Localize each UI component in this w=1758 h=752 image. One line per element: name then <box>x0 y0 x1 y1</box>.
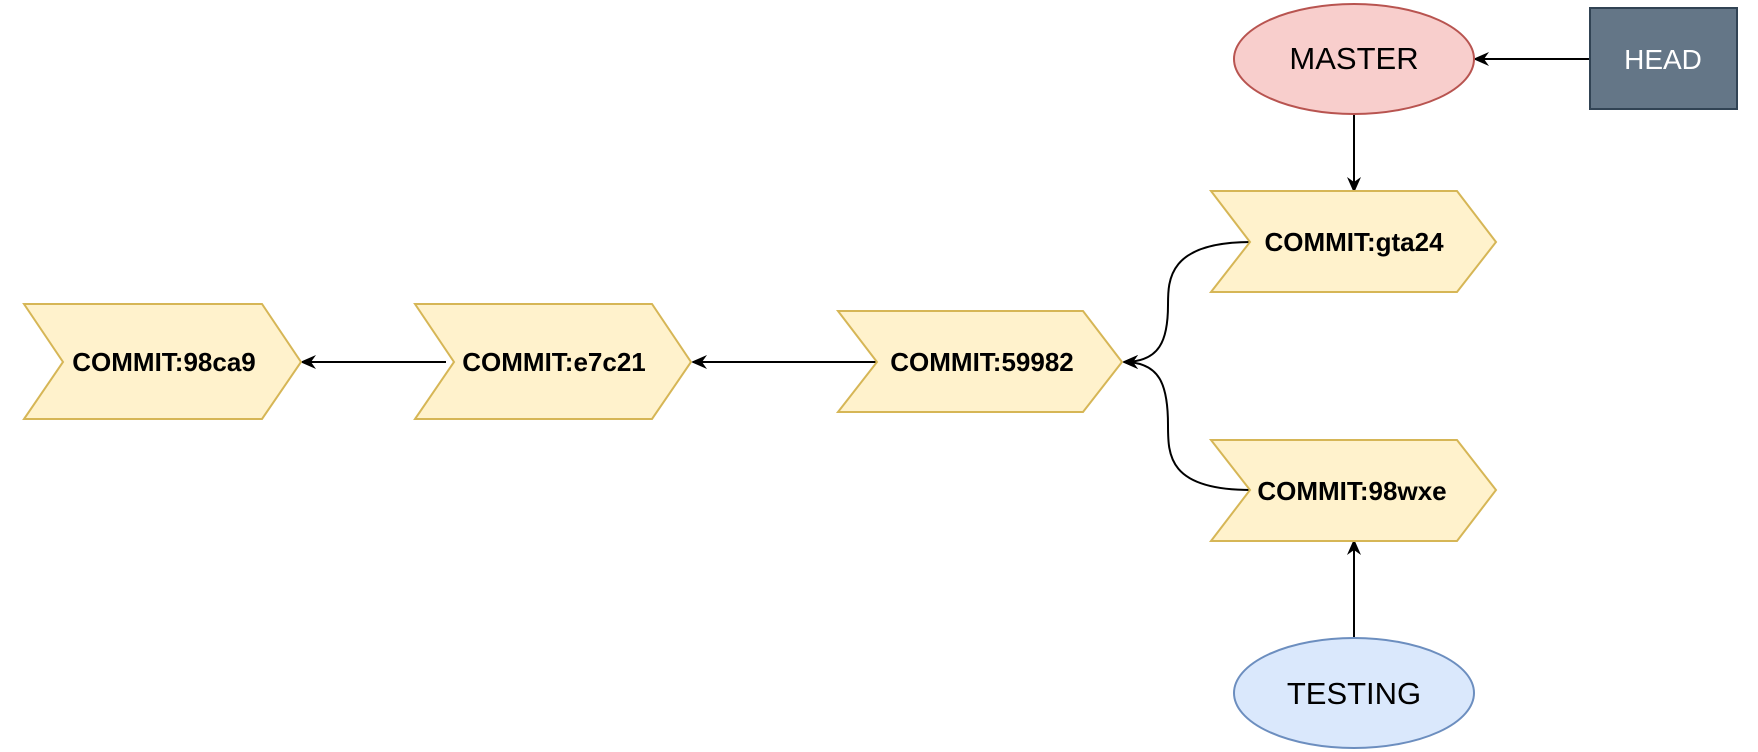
commit-chevron <box>413 303 693 420</box>
master-ellipse <box>1233 3 1475 115</box>
head-pointer[interactable]: HEAD <box>1589 7 1738 110</box>
head-box <box>1589 7 1738 110</box>
head-label: HEAD <box>1624 44 1702 75</box>
edges <box>300 52 1590 638</box>
commit-node-e7c21[interactable]: COMMIT:e7c21 <box>413 303 693 420</box>
edge-gta24-to-59982 <box>1122 241 1252 369</box>
commit-label: COMMIT:98ca9 <box>72 347 256 377</box>
commit-chevron <box>835 310 1124 413</box>
commit-label: COMMIT:59982 <box>890 347 1074 377</box>
master-label: MASTER <box>1289 41 1418 76</box>
commit-node-59982[interactable]: COMMIT:59982 <box>835 310 1124 413</box>
commit-label: COMMIT:e7c21 <box>462 347 646 377</box>
testing-ellipse <box>1233 637 1475 749</box>
commit-node-gta24[interactable]: COMMIT:gta24 <box>1208 190 1498 293</box>
commit-chevron <box>1208 439 1498 542</box>
commit-node-98ca9[interactable]: COMMIT:98ca9 <box>22 303 303 420</box>
commit-chevron <box>22 303 303 420</box>
branch-testing[interactable]: TESTING <box>1233 637 1475 749</box>
commit-chevron <box>1208 190 1498 293</box>
testing-label: TESTING <box>1287 676 1421 711</box>
commit-label: COMMIT:98wxe <box>1257 476 1446 506</box>
edge-98wxe-to-59982 <box>1122 355 1252 491</box>
commit-label: COMMIT:gta24 <box>1264 227 1444 257</box>
commit-node-98wxe[interactable]: COMMIT:98wxe <box>1208 439 1498 542</box>
branch-master[interactable]: MASTER <box>1233 3 1475 115</box>
